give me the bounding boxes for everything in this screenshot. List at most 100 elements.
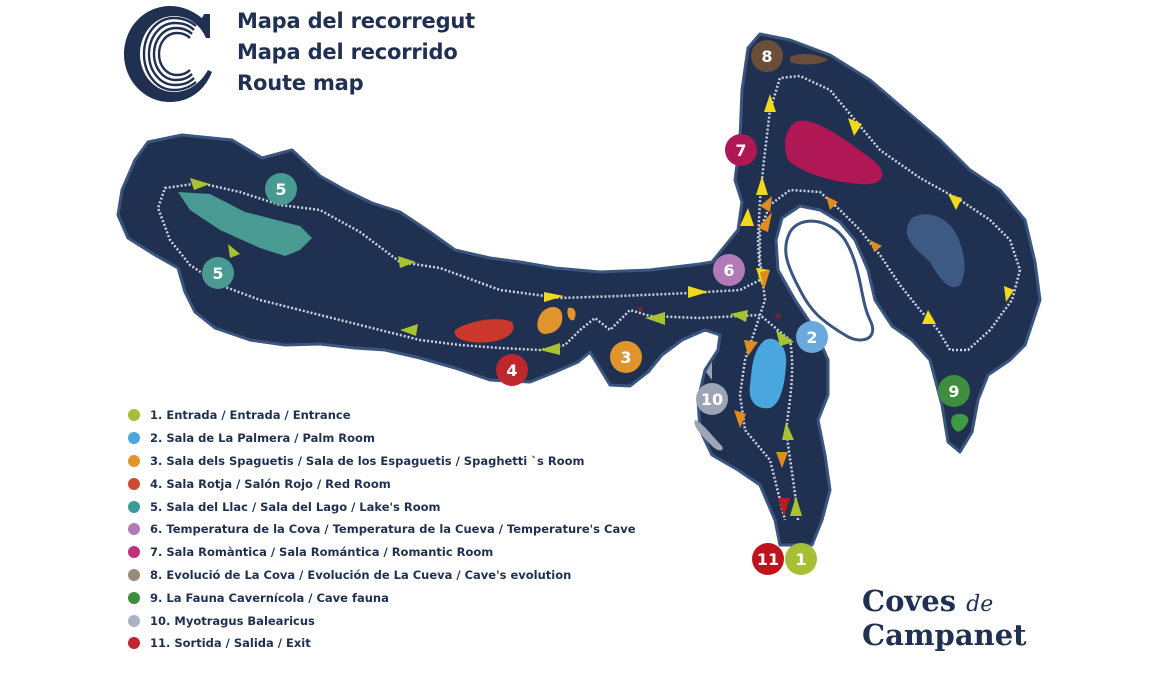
marker-number: 10	[701, 390, 723, 409]
title-english: Route map	[237, 71, 364, 95]
arrow-orange-icon	[744, 340, 758, 356]
legend: 1. Entrada / Entrada / Entrance 2. Sala d…	[128, 404, 636, 655]
myotragus-marker-shape	[706, 362, 712, 380]
marker-circle	[713, 254, 745, 286]
legend-label: 1. Entrada / Entrada / Entrance	[150, 408, 351, 423]
arrow-yellow-icon	[922, 310, 936, 324]
arrow-orange-icon	[760, 270, 770, 290]
title-catalan: Mapa del recorregut	[237, 9, 476, 33]
marker-circle	[202, 257, 234, 289]
marker-number: 5	[212, 264, 223, 283]
marker-circle	[938, 375, 970, 407]
x-mark-icon: ✕	[636, 305, 644, 316]
legend-item: 1. Entrada / Entrada / Entrance	[128, 404, 636, 427]
romantic-room-feature	[784, 120, 883, 185]
marker-number: 9	[948, 382, 959, 401]
legend-item: 9. La Fauna Cavernícola / Cave fauna	[128, 586, 636, 609]
marker-5: 5	[265, 173, 297, 205]
marker-number: 3	[620, 348, 631, 367]
arrow-yellow-icon	[756, 176, 768, 195]
arrow-yellow-icon	[544, 292, 564, 302]
marker-number: 7	[735, 141, 746, 160]
legend-label: 8. Evolució de La Cova / Evolución de La…	[150, 567, 572, 582]
arrow-entrance-icon	[776, 330, 794, 346]
fauna-feature	[951, 413, 969, 432]
legend-label: 6. Temperatura de la Cova / Temperatura …	[150, 522, 636, 537]
legend-dot-icon	[128, 523, 140, 536]
arrow-entrance-icon	[400, 324, 418, 336]
myotragus-feature	[694, 420, 723, 451]
marker-2: 2	[796, 321, 828, 353]
arrow-entrance-icon	[645, 312, 665, 325]
legend-dot-icon	[128, 454, 140, 467]
map-title: Mapa del recorregut Mapa del recorrido R…	[237, 6, 475, 99]
arrow-orange-icon	[758, 212, 772, 232]
x-mark-icon: ✕	[774, 312, 782, 323]
arrow-entrance-icon	[790, 496, 802, 516]
lake-feature	[178, 192, 312, 256]
arrow-orange-icon	[870, 240, 882, 252]
route-arrows	[190, 94, 1014, 516]
marker-10: 10	[696, 383, 728, 415]
red-room-feature	[454, 319, 514, 343]
arrow-yellow-icon	[1004, 286, 1014, 302]
spaghetti-feature	[537, 306, 576, 334]
marker-circle	[610, 341, 642, 373]
brand-logo: Coves de Campanet	[862, 586, 1027, 651]
marker-1: 1	[785, 543, 817, 575]
arrow-yellow-icon	[848, 118, 862, 136]
concentric-c-logo-icon	[124, 6, 212, 102]
legend-label: 7. Sala Romàntica / Sala Romántica / Rom…	[150, 545, 494, 560]
marker-3: 3	[610, 341, 642, 373]
legend-label: 9. La Fauna Cavernícola / Cave fauna	[150, 590, 389, 605]
inner-rock	[784, 219, 874, 342]
brand-connector: de	[966, 592, 994, 617]
marker-circle	[696, 383, 728, 415]
brand-line2: Campanet	[862, 618, 1027, 652]
marker-7: 7	[725, 134, 757, 166]
arrow-orange-icon	[826, 196, 838, 210]
arrow-entrance-icon	[228, 244, 240, 258]
marker-number: 4	[506, 361, 517, 380]
legend-label: 4. Sala Rotja / Salón Rojo / Red Room	[150, 476, 391, 491]
legend-item: 3. Sala dels Spaguetis / Sala de los Esp…	[128, 450, 636, 473]
arrow-orange-icon	[734, 410, 746, 428]
marker-9: 9	[938, 375, 970, 407]
arrow-orange-icon	[776, 452, 788, 468]
arrow-yellow-icon	[764, 94, 776, 112]
arrow-yellow-icon	[948, 194, 962, 210]
arrow-entrance-icon	[398, 256, 416, 268]
arrow-exit-icon	[778, 498, 790, 516]
legend-item: 5. Sala del Llac / Sala del Lago / Lake'…	[128, 495, 636, 518]
palm-room-lake	[749, 338, 787, 409]
marker-circle	[265, 173, 297, 205]
legend-item: 6. Temperatura de la Cova / Temperatura …	[128, 518, 636, 541]
legend-dot-icon	[128, 591, 140, 604]
legend-dot-icon	[128, 432, 140, 445]
route-path	[156, 74, 1022, 521]
arrow-entrance-icon	[730, 310, 748, 322]
legend-label: 2. Sala de La Palmera / Palm Room	[150, 431, 375, 446]
arrow-entrance-icon	[540, 343, 560, 355]
legend-label: 5. Sala del Llac / Sala del Lago / Lake'…	[150, 499, 441, 514]
marker-8: 8	[751, 40, 783, 72]
marker-number: 8	[761, 47, 772, 66]
marker-number: 6	[723, 261, 734, 280]
legend-item: 7. Sala Romàntica / Sala Romántica / Rom…	[128, 541, 636, 564]
evolution-feature	[790, 54, 828, 65]
marker-circle	[725, 134, 757, 166]
marker-6: 6	[713, 254, 745, 286]
arrow-yellow-icon	[688, 286, 708, 298]
title-spanish: Mapa del recorrido	[237, 40, 458, 64]
legend-item: 11. Sortida / Salida / Exit	[128, 632, 636, 655]
legend-label: 3. Sala dels Spaguetis / Sala de los Esp…	[150, 453, 585, 468]
arrow-entrance-icon	[782, 422, 794, 440]
marker-circle	[752, 543, 784, 575]
legend-dot-icon	[128, 568, 140, 581]
legend-dot-icon	[128, 637, 140, 650]
marker-circle	[785, 543, 817, 575]
marker-5: 5	[202, 257, 234, 289]
marker-number: 11	[757, 550, 779, 569]
brand-line1: Coves	[862, 584, 957, 618]
marker-11: 11	[752, 543, 784, 575]
